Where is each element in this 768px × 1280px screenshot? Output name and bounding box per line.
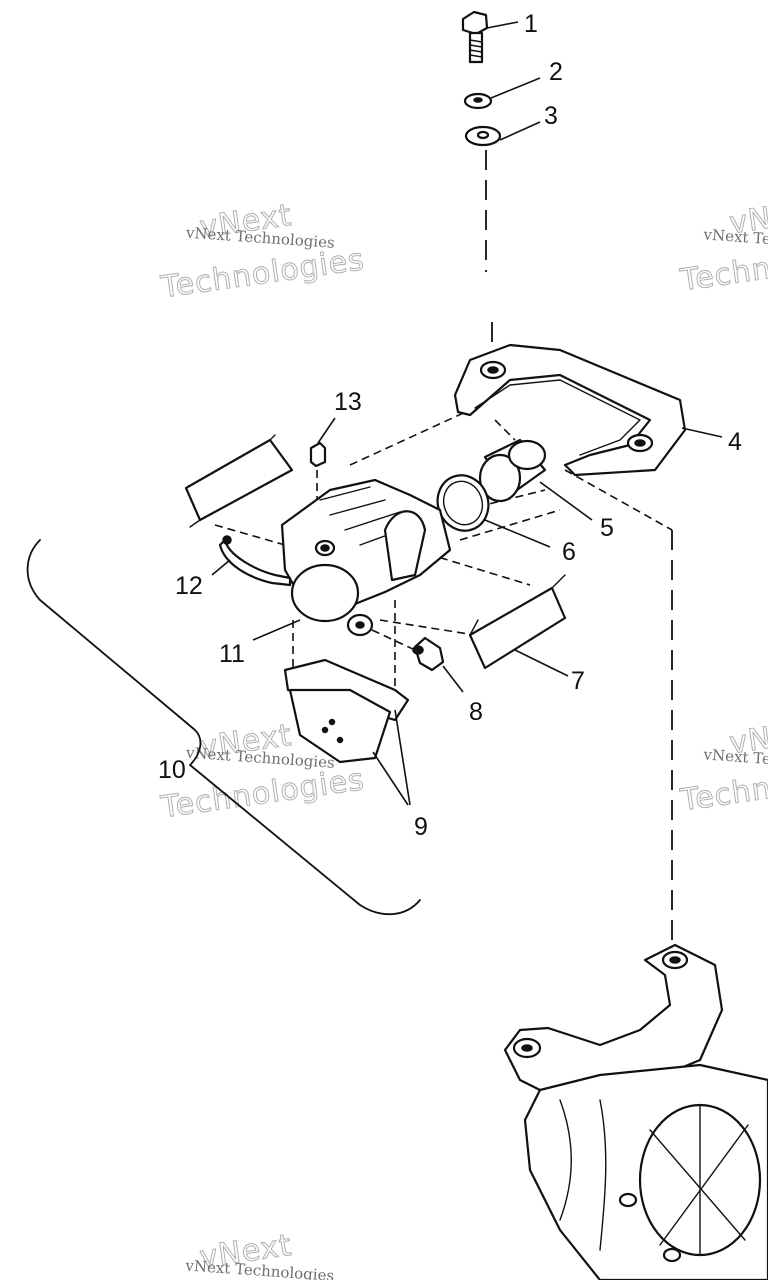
caliper-body [280,478,452,637]
caliper-bracket-part-4 [453,343,687,477]
watermark-top-right: vNext Technologies vNext Technologies [677,193,768,299]
callout-10: 10 [158,756,186,784]
brake-pads-part-9 [283,658,410,764]
callout-2: 2 [549,58,563,86]
assembly-line [371,629,416,651]
fitting-part-8 [412,636,445,672]
watermark-middle-right: vNext Technologies vNext Technologies [677,713,768,819]
brake-line-part-12 [218,535,292,587]
watermark-big-word: Technologies [158,762,367,825]
leader-lines [211,21,723,806]
callout-6: 6 [562,538,576,566]
watermark-text: vNext Technologies [702,745,768,773]
callout-3: 3 [544,102,558,130]
assembly-line [349,409,471,466]
assembly-line [459,509,561,541]
callout-4: 4 [728,428,742,456]
callout-11: 11 [219,640,245,668]
callout-5: 5 [600,514,614,542]
watermark-top-left: vNext Technologies vNext Technologies [158,197,368,306]
assembly-line [494,419,516,441]
assembly-line [564,469,673,531]
watermark-text: vNext Technologies [184,743,335,771]
bleeder-part-13 [309,441,327,468]
lock-washer-part-2 [463,92,493,110]
callout-13: 13 [334,388,362,416]
watermark-text: vNext Technologies [184,223,335,251]
watermark-bottom-left: vNext vNext Technologies [184,1227,335,1280]
callout-9: 9 [414,813,428,841]
watermark-text: vNext Technologies [702,225,768,253]
shim-left [184,434,294,528]
callout-1: 1 [524,10,538,38]
piston-part-5 [478,438,547,503]
assembly-line [379,619,476,636]
shim-part-7 [468,574,567,670]
callout-12: 12 [175,572,203,600]
callout-8: 8 [469,698,483,726]
watermark-big-word: Technologies [158,242,367,305]
callout-7: 7 [571,667,585,695]
kit-bracket-10 [26,539,421,916]
flat-washer-part-3 [464,125,502,147]
spindle-knuckle [503,943,768,1280]
bolt-part-1 [461,10,489,64]
